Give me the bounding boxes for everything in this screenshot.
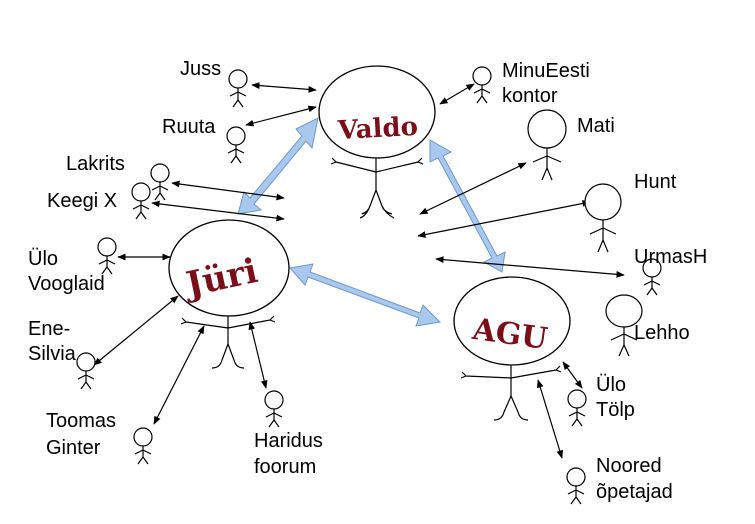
figure-minueesti [472, 66, 492, 104]
link-valdo-agu [429, 139, 506, 273]
label-keegi: Keegi X [47, 190, 118, 212]
label-lehho: Lehho [634, 322, 690, 344]
valdo-figure: Valdo [318, 65, 436, 219]
label-ulo-v-1: Ülo [28, 248, 59, 270]
arrow-toomas [153, 325, 205, 425]
arrow-mati [419, 162, 527, 215]
arrow-haridus [248, 321, 268, 389]
label-ene-2: Silvia [28, 343, 76, 365]
figure-lakrits [150, 163, 170, 201]
label-ulo-t-1: Ülo [596, 374, 627, 396]
figure-mati [527, 109, 567, 181]
label-noored-2: õpetajad [596, 481, 673, 503]
label-ruuta: Ruuta [162, 116, 216, 138]
figure-juss [228, 69, 248, 108]
figure-keegi [131, 182, 151, 220]
label-ulo-t-2: Tölp [596, 399, 635, 421]
agu-head [453, 276, 571, 366]
arrow-ulo-t [562, 361, 583, 389]
arrow-noored [537, 379, 563, 459]
label-minueesti-2: kontor [502, 85, 558, 107]
label-toomas-2: Ginter [46, 437, 101, 459]
figure-lehho [605, 294, 643, 357]
label-toomas-1: Toomas [46, 410, 117, 432]
figure-haridus [264, 390, 284, 428]
label-ulo-v-2: Vooglaid [28, 273, 105, 295]
figure-toomas [133, 427, 153, 465]
figure-urmas [642, 258, 662, 296]
label-haridus-1: Haridus [254, 430, 323, 452]
label-urmas: UrmasH [634, 246, 708, 268]
arrow-keegi [151, 200, 285, 222]
label-minueesti-1: MinuEesti [502, 60, 590, 82]
figure-ruuta [226, 126, 246, 164]
arrow-ruuta [245, 105, 317, 127]
figure-hunt [584, 183, 622, 253]
valdo-head [318, 65, 436, 159]
label-hunt: Hunt [634, 171, 677, 193]
valdo-name: Valdo [336, 112, 418, 146]
label-haridus-2: foorum [254, 456, 317, 478]
label-mati: Mati [577, 115, 615, 137]
link-valdo-juri [237, 117, 319, 215]
figure-ene [76, 352, 96, 390]
label-ene-1: Ene- [28, 318, 71, 340]
label-noored-1: Noored [596, 455, 662, 477]
label-juss: Juss [180, 58, 222, 80]
arrow-hunt [417, 200, 591, 238]
label-lakrits: Lakrits [66, 153, 125, 175]
juri-head [168, 219, 290, 317]
arrow-ene [93, 295, 179, 366]
figure-ulo-v [97, 237, 117, 275]
connectors [93, 82, 625, 459]
link-juri-agu [289, 263, 442, 327]
figure-ulo-t [567, 389, 587, 427]
figure-noored [566, 467, 586, 505]
juri-figure: Jüri [168, 219, 290, 369]
arrow-urmas [435, 256, 625, 278]
arrow-minueesti [439, 83, 475, 105]
arrow-lakrits [171, 180, 285, 201]
agu-figure: AGU [453, 276, 571, 421]
arrow-juss [251, 82, 317, 93]
